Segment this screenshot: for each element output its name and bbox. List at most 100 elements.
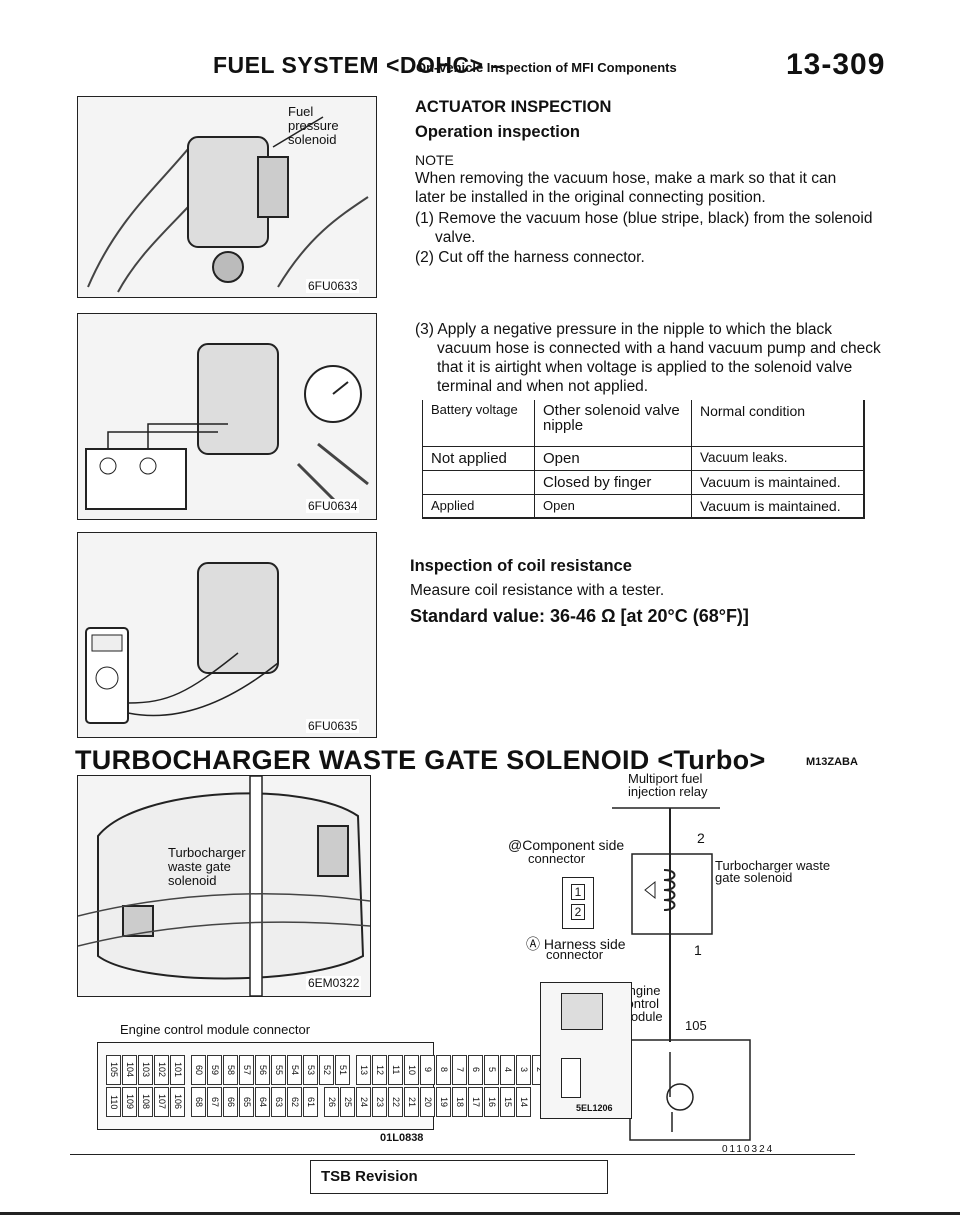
connector-pin: 109 [122, 1087, 137, 1117]
component-side-sub: connector [528, 851, 586, 866]
harness-side-label: Ⓐ Harness side [526, 936, 626, 952]
harness-plug [561, 993, 603, 1030]
figure-waste-gate-solenoid-drawing [78, 776, 370, 996]
connector-pin: 9 [420, 1055, 435, 1085]
circuit-code: 0110324 [722, 1144, 775, 1155]
connector-pin: 15 [500, 1087, 515, 1117]
connector-pin: 14 [516, 1087, 531, 1117]
connector-pin: 67 [207, 1087, 222, 1117]
figure-code: 6FU0635 [306, 719, 360, 733]
connector-pin: 51 [335, 1055, 350, 1085]
figure-waste-gate-solenoid: Turbocharger waste gate solenoid 6EM0322 [77, 775, 371, 997]
section2-title: TURBOCHARGER WASTE GATE SOLENOID <Turbo> [75, 745, 766, 775]
connector-pin: 66 [223, 1087, 238, 1117]
table-cell: Vacuum leaks. [691, 446, 863, 470]
coil-title: Inspection of coil resistance [410, 557, 632, 575]
step-1: (1) Remove the vacuum hose (blue stripe,… [415, 210, 873, 246]
connector-pin: 60 [191, 1055, 206, 1085]
relay-label: Multiport fuel injection relay [628, 771, 708, 799]
table-cell: Applied [431, 497, 475, 513]
connector-pin: 7 [452, 1055, 467, 1085]
connector-pin: 4 [500, 1055, 515, 1085]
connector-label: Engine control module connector [120, 1022, 311, 1037]
component-side-label: @Component side [508, 837, 625, 853]
table-cell: Closed by finger [534, 470, 692, 494]
page-bottom-rule [0, 1212, 960, 1215]
solenoid-label: Turbocharger waste gate solenoid [715, 858, 831, 885]
connector-pin: 53 [303, 1055, 318, 1085]
table-cell: Not applied [431, 449, 507, 467]
connector-pin: 10 [404, 1055, 419, 1085]
connector-pin: 107 [154, 1087, 169, 1117]
connector-pin: 59 [207, 1055, 222, 1085]
figure-code: 6EM0322 [306, 976, 362, 990]
connector-pin: 13 [356, 1055, 371, 1085]
pin-105-label: 105 [685, 1018, 707, 1033]
tsb-box: TSB Revision [310, 1160, 608, 1194]
footer-rule [70, 1154, 855, 1155]
small-code: 5EL1206 [576, 1103, 613, 1113]
connector-pin: 108 [138, 1087, 153, 1117]
figure-vacuum-test: 6FU0634 [77, 313, 377, 520]
table-cell: Open [534, 494, 692, 518]
page-number: 13-309 [786, 48, 886, 81]
connector-pin: 110 [106, 1087, 121, 1117]
figure-code: 6FU0633 [306, 279, 360, 293]
note-label: NOTE [415, 152, 454, 168]
coil-standard-value: Standard value: 36-46 Ω [at 20°C (68°F)] [410, 606, 749, 626]
connector-pin: 55 [271, 1055, 286, 1085]
figure-code: 6FU0634 [306, 499, 360, 513]
figure-coil-resistance-drawing [85, 562, 279, 724]
step-3: (3) Apply a negative pressure in the nip… [415, 321, 881, 395]
condition-table: Battery voltage Other solenoid valve nip… [422, 400, 865, 519]
connector-pin: 1 [571, 884, 585, 900]
table-header: Battery voltage [431, 402, 518, 417]
connector-pin: 17 [468, 1087, 483, 1117]
table-header: Normal condition [691, 400, 863, 446]
component-connector: 1 2 [562, 877, 594, 929]
section2-code: M13ZABA [806, 756, 858, 768]
connector-pin: 23 [372, 1087, 387, 1117]
figure-label: Fuel pressure solenoid [288, 104, 339, 147]
figure-coil-resistance: 6FU0635 [77, 532, 377, 738]
connector-pin: 21 [404, 1087, 419, 1117]
connector-pin: 16 [484, 1087, 499, 1117]
table-cell: Vacuum is maintained. [691, 470, 863, 494]
table-cell [423, 470, 535, 494]
connector-pin: 26 [324, 1087, 339, 1117]
pin-1-label: 1 [694, 942, 702, 958]
connector-pin: 52 [319, 1055, 334, 1085]
table-header: Other solenoid valve nipple [534, 400, 692, 446]
connector-pin: 64 [255, 1087, 270, 1117]
connector-pin: 102 [154, 1055, 169, 1085]
connector-pin: 8 [436, 1055, 451, 1085]
figure-vacuum-test-drawing [85, 343, 369, 510]
connector-pin: 25 [340, 1087, 355, 1117]
figure-fuel-pressure-solenoid: Fuel pressure solenoid 6FU0633 [77, 96, 377, 298]
section-title: ACTUATOR INSPECTION [415, 98, 612, 116]
connector-pin: 105 [106, 1055, 121, 1085]
connector-pin: 68 [191, 1087, 206, 1117]
connector-pin: 5 [484, 1055, 499, 1085]
tsb-revision-label: TSB Revision [321, 1168, 418, 1185]
note-text: When removing the vacuum hose, make a ma… [415, 170, 837, 206]
circuit-diagram: Multiport fuel injection relay @Componen… [500, 771, 830, 1155]
pin-2-label: 2 [697, 830, 705, 846]
connector-pin: 2 [571, 904, 585, 920]
connector-pin: 61 [303, 1087, 318, 1117]
connector-pin: 3 [516, 1055, 531, 1085]
connector-pin: 106 [170, 1087, 185, 1117]
step-2: (2) Cut off the harness connector. [415, 249, 645, 266]
table-cell: Open [534, 446, 692, 470]
connector-pin: 104 [122, 1055, 137, 1085]
connector-pin: 58 [223, 1055, 238, 1085]
connector-pin: 24 [356, 1087, 371, 1117]
connector-pin: 101 [170, 1055, 185, 1085]
connector-pin: 19 [436, 1087, 451, 1117]
connector-pin: 56 [255, 1055, 270, 1085]
connector-pin: 103 [138, 1055, 153, 1085]
connector-pin: 18 [452, 1087, 467, 1117]
